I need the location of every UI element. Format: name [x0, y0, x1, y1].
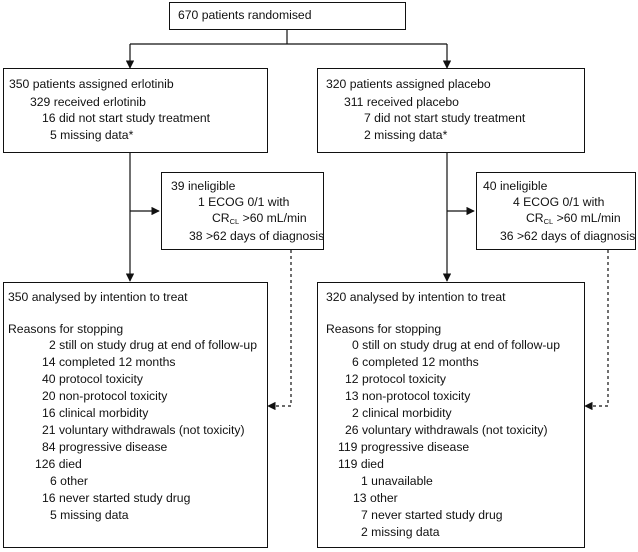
crcl-threshold: >60 mL/min [239, 211, 307, 225]
list-item: 2 still on study drug at end of follow-u… [49, 338, 257, 352]
erlotinib-not-started: 16 did not start study treatment [42, 111, 211, 125]
list-item: 84 progressive disease [42, 440, 168, 454]
erlotinib-assigned: 350 patients assigned erlotinib [9, 77, 174, 91]
placebo-ineligible-title: 40 ineligible [483, 179, 548, 193]
placebo-analysis-box: 320 analysed by intention to treat Reaso… [317, 282, 585, 548]
list-item: 40 protocol toxicity [42, 372, 143, 386]
crcl-subscript: CL [543, 217, 554, 226]
list-item: 119 died [338, 457, 384, 471]
list-item: 6 completed 12 months [352, 355, 479, 369]
erlotinib-crcl: CRCL >60 mL/min [212, 211, 307, 227]
placebo-itt: 320 analysed by intention to treat [326, 290, 506, 304]
placebo-ecog: 4 ECOG 0/1 with [513, 195, 605, 209]
list-item: 21 voluntary withdrawals (not toxicity) [42, 423, 245, 437]
erlotinib-ineligible-title: 39 ineligible [171, 179, 236, 193]
erlotinib-received: 329 received erlotinib [30, 95, 146, 109]
placebo-assigned: 320 patients assigned placebo [326, 77, 491, 91]
randomised-label: 670 patients randomised [178, 8, 312, 22]
erlotinib-analysis-box: 350 analysed by intention to treat Reaso… [3, 282, 268, 548]
list-item: 119 progressive disease [338, 440, 470, 454]
crcl-base: CR [526, 211, 544, 225]
erlotinib-ineligible-box: 39 ineligible 1 ECOG 0/1 with CRCL >60 m… [161, 172, 324, 250]
erlotinib-ecog: 1 ECOG 0/1 with [198, 195, 290, 209]
placebo-missing: 2 missing data* [364, 128, 448, 142]
crcl-threshold: >60 mL/min [553, 211, 621, 225]
erlotinib-days: 38 >62 days of diagnosis [189, 229, 325, 243]
erlotinib-itt: 350 analysed by intention to treat [8, 290, 188, 304]
list-item: 16 clinical morbidity [42, 406, 149, 420]
placebo-ineligible-box: 40 ineligible 4 ECOG 0/1 with CRCL >60 m… [476, 172, 636, 250]
list-item: 16 never started study drug [42, 491, 191, 505]
list-item: 20 non-protocol toxicity [42, 389, 168, 403]
erlotinib-allocation-box: 350 patients assigned erlotinib 329 rece… [3, 68, 268, 153]
list-item: 7 never started study drug [361, 508, 503, 522]
dashed-placebo-return [584, 250, 609, 411]
placebo-not-started: 7 did not start study treatment [364, 111, 526, 125]
list-item: 2 missing data [361, 525, 440, 539]
list-item: 2 clinical morbidity [352, 406, 452, 420]
placebo-crcl: CRCL >60 mL/min [526, 211, 621, 227]
placebo-received: 311 received placebo [344, 95, 459, 109]
erlotinib-reasons-heading: Reasons for stopping [8, 322, 124, 336]
crcl-base: CR [212, 211, 230, 225]
placebo-reasons-heading: Reasons for stopping [326, 322, 442, 336]
list-item: 13 non-protocol toxicity [345, 389, 471, 403]
dashed-erlotinib-return [267, 250, 292, 411]
placebo-allocation-box: 320 patients assigned placebo 311 receiv… [317, 68, 585, 153]
list-item: 126 died [35, 457, 82, 471]
crcl-subscript: CL [229, 217, 240, 226]
list-item: 1 unavailable [361, 474, 433, 488]
list-item: 13 other [353, 491, 398, 505]
erlotinib-missing: 5 missing data* [50, 128, 134, 142]
list-item: 14 completed 12 months [42, 355, 176, 369]
list-item: 12 protocol toxicity [345, 372, 446, 386]
randomised-box: 670 patients randomised [169, 2, 406, 30]
placebo-days: 36 >62 days of diagnosis [500, 229, 636, 243]
list-item: 0 still on study drug at end of follow-u… [352, 338, 560, 352]
list-item: 6 other [50, 474, 88, 488]
list-item: 26 voluntary withdrawals (not toxicity) [345, 423, 548, 437]
list-item: 5 missing data [50, 508, 129, 522]
